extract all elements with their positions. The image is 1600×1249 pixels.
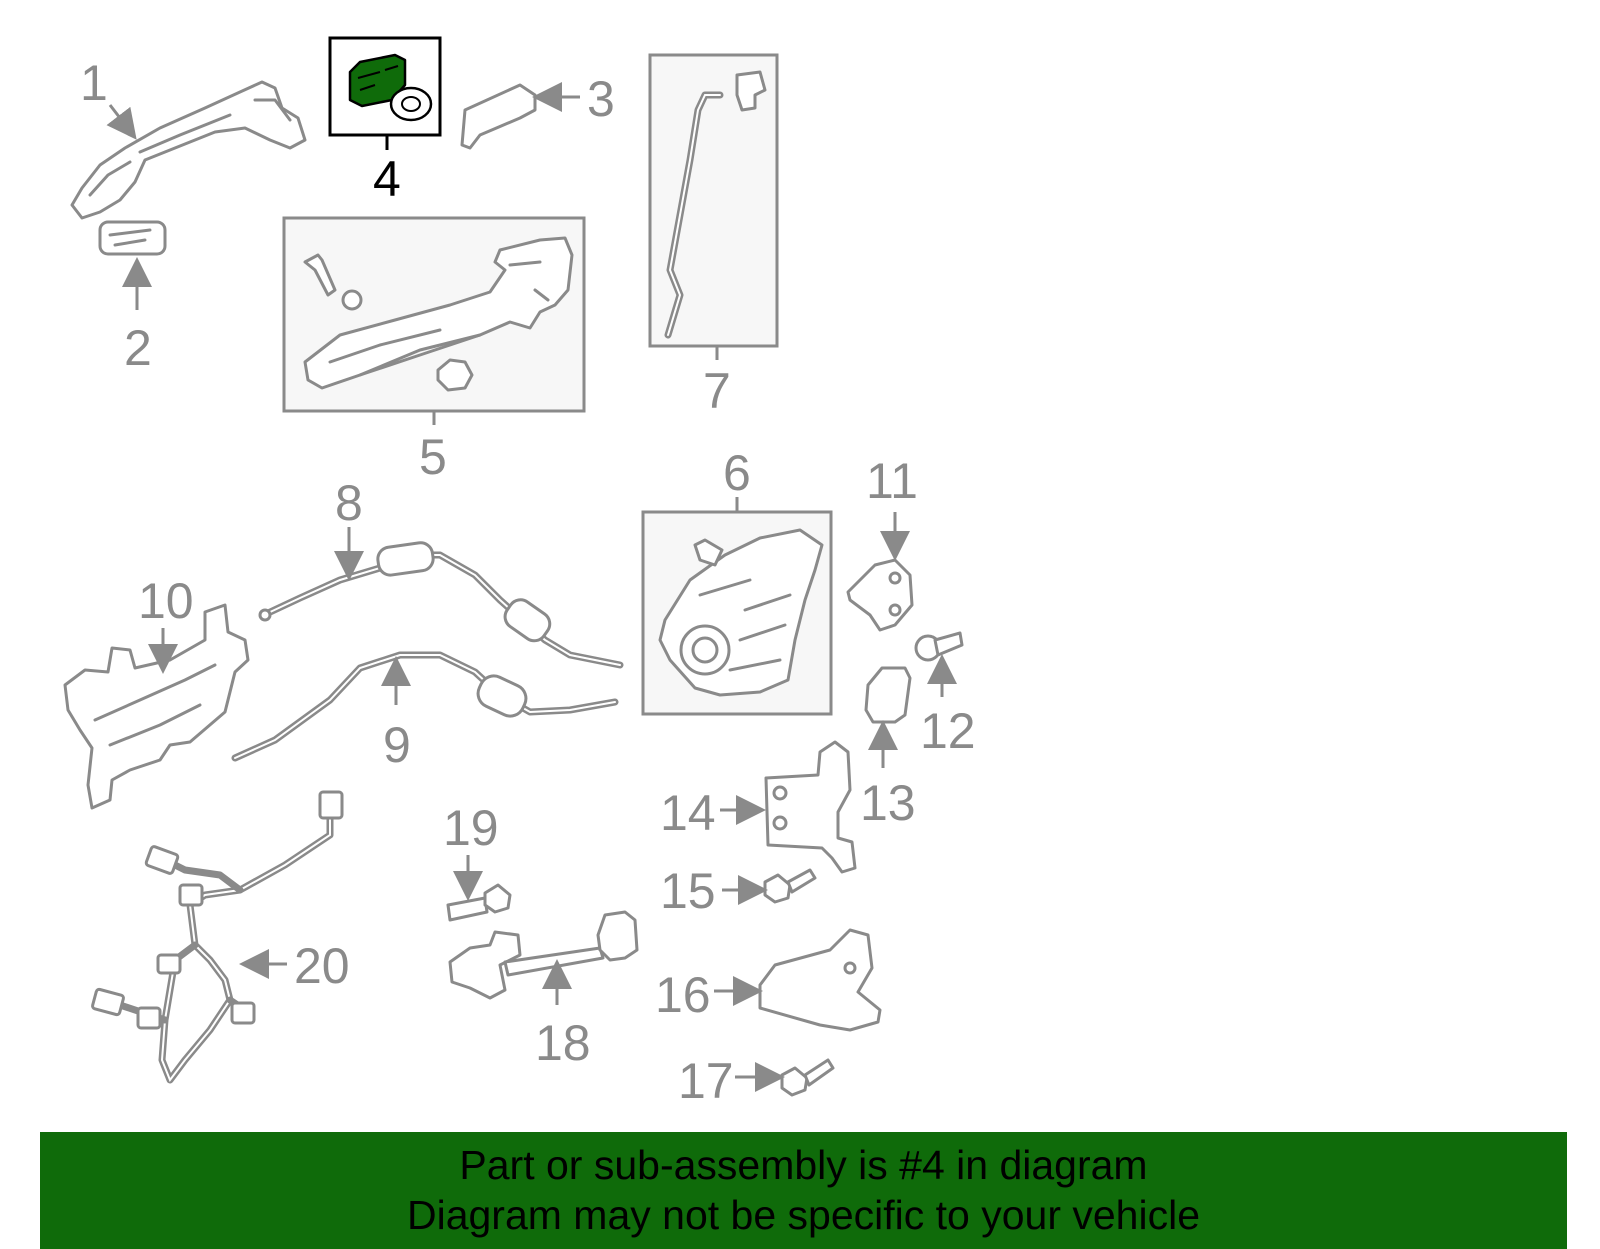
- callout-19[interactable]: 19: [443, 800, 499, 856]
- part-11-striker[interactable]: [846, 558, 914, 632]
- part-7-box[interactable]: [648, 53, 779, 348]
- banner-line-disclaimer: Diagram may not be specific to your vehi…: [406, 1192, 1200, 1238]
- part-20-wire-harness[interactable]: [91, 790, 344, 1084]
- part-17-bolt[interactable]: [780, 1058, 835, 1097]
- callout-9[interactable]: 9: [383, 717, 411, 773]
- part-4-lock-cylinder[interactable]: [348, 53, 433, 122]
- callout-15[interactable]: 15: [660, 863, 716, 919]
- part-10-inside-handle[interactable]: [63, 603, 250, 810]
- part-12-screw[interactable]: [914, 631, 964, 662]
- part-6-door-latch[interactable]: [658, 528, 824, 697]
- part-9-cable[interactable]: [231, 651, 619, 762]
- callout-14[interactable]: 14: [660, 785, 716, 841]
- banner-line-part: Part or sub-assembly is #4 in diagram: [459, 1142, 1148, 1188]
- callout-12[interactable]: 12: [920, 703, 976, 759]
- part-14-upper-hinge[interactable]: [764, 740, 857, 874]
- callout-1[interactable]: 1: [80, 55, 108, 111]
- callout-8[interactable]: 8: [335, 475, 363, 531]
- part-1-outer-handle[interactable]: [70, 80, 307, 256]
- callout-11[interactable]: 11: [866, 453, 918, 509]
- callout-20[interactable]: 20: [294, 938, 350, 994]
- info-banner: Part or sub-assembly is #4 in diagram Di…: [40, 1132, 1567, 1249]
- callout-17[interactable]: 17: [678, 1053, 734, 1109]
- part-5-handle-base[interactable]: [303, 236, 574, 392]
- callout-7[interactable]: 7: [703, 363, 731, 419]
- callout-3[interactable]: 3: [587, 71, 615, 127]
- callout-13[interactable]: 13: [860, 775, 916, 831]
- part-2-handle-cover: [98, 220, 167, 256]
- part-18-door-check[interactable]: [448, 910, 639, 1000]
- part-13-cover[interactable]: [864, 666, 912, 724]
- part-15-bolt[interactable]: [763, 868, 817, 904]
- callout-5[interactable]: 5: [419, 429, 447, 485]
- callout-18[interactable]: 18: [535, 1015, 591, 1071]
- part-8-cable[interactable]: [258, 541, 624, 669]
- callout-10[interactable]: 10: [138, 573, 194, 629]
- part-19-bolt[interactable]: [446, 883, 512, 922]
- callout-4[interactable]: 4: [373, 151, 401, 207]
- part-7-lock-rod[interactable]: [664, 70, 767, 339]
- part-16-lower-hinge[interactable]: [758, 928, 882, 1032]
- callout-6[interactable]: 6: [723, 445, 751, 501]
- part-3-gasket[interactable]: [460, 83, 537, 150]
- callout-16[interactable]: 16: [655, 967, 711, 1023]
- callout-2[interactable]: 2: [124, 320, 152, 376]
